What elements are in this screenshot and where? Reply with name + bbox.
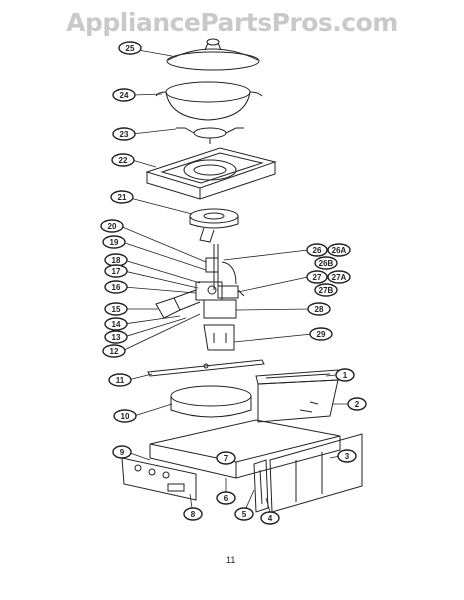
callout-25: 25 <box>118 41 142 55</box>
part-burner[interactable] <box>189 208 239 243</box>
svg-text:8: 8 <box>191 510 196 519</box>
callout-1: 1 <box>335 368 355 382</box>
callout-14: 14 <box>104 317 128 331</box>
callout-9: 9 <box>112 445 132 459</box>
callout-11: 11 <box>108 373 132 387</box>
svg-text:23: 23 <box>120 130 129 139</box>
callout-27b: 27B <box>314 283 338 297</box>
svg-text:5: 5 <box>242 510 247 519</box>
svg-text:27A: 27A <box>332 273 347 282</box>
callout-2: 2 <box>347 397 367 411</box>
svg-text:1: 1 <box>343 371 348 380</box>
callout-19: 19 <box>102 235 126 249</box>
callout-12: 12 <box>102 344 126 358</box>
callout-23: 23 <box>112 127 136 141</box>
svg-text:7: 7 <box>224 454 229 463</box>
svg-text:11: 11 <box>116 376 125 385</box>
callout-22: 22 <box>111 153 135 167</box>
svg-text:16: 16 <box>112 283 121 292</box>
part-wok-ring[interactable] <box>176 127 244 144</box>
svg-text:12: 12 <box>110 347 119 356</box>
callout-26: 26 <box>306 243 328 257</box>
callout-17: 17 <box>104 264 128 278</box>
callout-5: 5 <box>234 507 254 521</box>
svg-text:27: 27 <box>313 273 322 282</box>
callout-26a: 26A <box>327 243 351 257</box>
svg-text:10: 10 <box>121 412 130 421</box>
callout-15: 15 <box>104 302 128 316</box>
callout-29: 29 <box>309 327 333 341</box>
callout-20: 20 <box>100 219 124 233</box>
callout-24: 24 <box>112 88 136 102</box>
svg-text:14: 14 <box>112 320 121 329</box>
callout-13: 13 <box>104 330 128 344</box>
callout-26b: 26B <box>314 256 338 270</box>
callout-21: 21 <box>110 190 134 204</box>
callout-6: 6 <box>216 491 236 505</box>
svg-text:2: 2 <box>355 400 360 409</box>
callout-3: 3 <box>337 449 357 463</box>
svg-text:26B: 26B <box>319 259 334 268</box>
leader-lines <box>119 49 350 513</box>
svg-text:4: 4 <box>268 514 273 523</box>
part-wok-cover[interactable] <box>166 38 260 71</box>
svg-text:3: 3 <box>345 452 350 461</box>
part-front-panel[interactable] <box>121 457 197 501</box>
svg-text:20: 20 <box>108 222 117 231</box>
part-wok[interactable] <box>155 81 263 121</box>
callout-27a: 27A <box>327 270 351 284</box>
svg-text:26A: 26A <box>332 246 347 255</box>
callout-layer: 25 24 23 22 21 20 19 18 17 16 15 14 13 1… <box>100 41 367 525</box>
callout-7: 7 <box>216 451 236 465</box>
svg-text:26: 26 <box>313 246 322 255</box>
svg-text:17: 17 <box>112 267 121 276</box>
svg-text:25: 25 <box>126 44 135 53</box>
part-side-panel[interactable] <box>257 379 339 423</box>
part-back-panel[interactable] <box>269 433 363 513</box>
callout-27: 27 <box>306 270 328 284</box>
svg-text:28: 28 <box>315 305 324 314</box>
part-bracket[interactable] <box>203 299 237 351</box>
part-base-pan[interactable] <box>149 419 341 479</box>
svg-text:13: 13 <box>112 333 121 342</box>
callout-28: 28 <box>307 302 331 316</box>
watermark: AppliancePartsPros.com <box>66 8 398 37</box>
page-number: 11 <box>226 555 236 565</box>
callout-10: 10 <box>113 409 137 423</box>
part-heating-element[interactable] <box>253 459 269 513</box>
part-front-rail[interactable] <box>147 359 265 377</box>
callout-16: 16 <box>104 280 128 294</box>
part-drip-ring[interactable] <box>170 385 252 418</box>
callout-18: 18 <box>104 253 128 267</box>
svg-text:18: 18 <box>112 256 121 265</box>
part-top-plate[interactable] <box>145 147 277 200</box>
callout-8: 8 <box>183 507 203 521</box>
svg-text:29: 29 <box>317 330 326 339</box>
svg-text:21: 21 <box>118 193 127 202</box>
svg-text:9: 9 <box>120 448 125 457</box>
svg-text:24: 24 <box>120 91 129 100</box>
svg-text:19: 19 <box>110 238 119 247</box>
callout-4: 4 <box>260 511 280 525</box>
svg-text:22: 22 <box>119 156 128 165</box>
svg-text:15: 15 <box>112 305 121 314</box>
part-knob-valve[interactable] <box>155 289 201 319</box>
svg-text:27B: 27B <box>319 286 334 295</box>
svg-text:6: 6 <box>224 494 229 503</box>
part-valve-assembly[interactable] <box>195 244 245 301</box>
